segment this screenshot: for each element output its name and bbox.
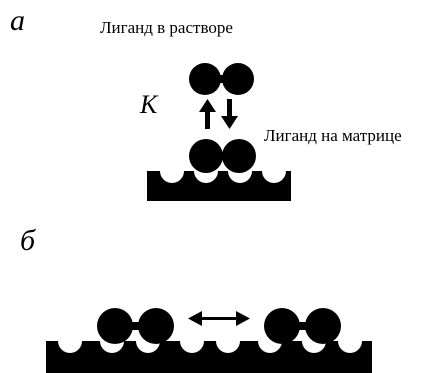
arrow-down-icon [221, 99, 238, 129]
free-ligand [189, 63, 254, 95]
free-ligand-sphere-left [189, 63, 221, 95]
arrow-up-icon [199, 99, 216, 129]
right-ligand-bond [291, 322, 311, 330]
matrix-b [46, 341, 372, 373]
panel-a-letter: а [10, 4, 25, 37]
equilibrium-constant-label: K [139, 90, 159, 119]
right-ligand-sphere-right [305, 308, 341, 344]
left-bound-ligand [97, 308, 174, 344]
matrix-a [147, 171, 291, 201]
left-ligand-sphere-right [138, 308, 174, 344]
ligand-on-matrix-label: Лиганд на матрице [264, 126, 402, 145]
panel-b-letter: б [20, 224, 36, 257]
matrix-with-bound-ligand [147, 139, 291, 201]
double-arrow-icon [188, 311, 250, 326]
left-ligand-bond [124, 322, 144, 330]
right-bound-ligand [264, 308, 341, 344]
equilibrium-arrows [199, 99, 238, 129]
ligand-in-solution-label: Лиганд в растворе [100, 18, 233, 37]
panel-b: б [20, 224, 372, 373]
free-ligand-sphere-right [222, 63, 254, 95]
right-ligand-sphere-left [264, 308, 300, 344]
panel-a: а Лиганд в растворе K Лиганд на матрице [10, 4, 402, 201]
bound-ligand-sphere-left [189, 139, 223, 173]
left-ligand-sphere-left [97, 308, 133, 344]
bound-ligand-sphere-right [222, 139, 256, 173]
